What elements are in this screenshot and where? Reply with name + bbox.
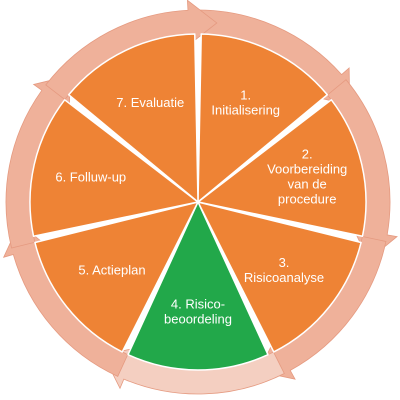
segment-label-5: 5. Actieplan	[78, 263, 145, 278]
segment-2[interactable]	[197, 99, 367, 237]
segment-label-4: 4. Risico-beoordeling	[164, 297, 232, 327]
segment-5[interactable]	[34, 201, 199, 353]
segment-7[interactable]	[67, 33, 199, 203]
segment-3[interactable]	[197, 201, 362, 353]
segment-6[interactable]	[29, 99, 199, 237]
segment-label-1: 1.Initialisering	[211, 87, 280, 117]
segment-label-4-line-2: beoordeling	[164, 312, 232, 327]
segment-label-4-line-1: 4. Risico-	[171, 297, 225, 312]
segment-label-3-line-1: 3.	[279, 255, 290, 270]
segment-label-2-line-4: procedure	[278, 192, 337, 207]
segment-label-6-line-1: 6. Folluw-up	[55, 170, 126, 185]
segment-label-3: 3.Risicoanalyse	[244, 255, 324, 285]
ring-arrows	[2, 0, 398, 395]
segment-1[interactable]	[197, 33, 329, 203]
segment-label-6: 6. Folluw-up	[55, 170, 126, 185]
segment-4[interactable]	[127, 201, 269, 371]
segment-label-1-line-2: Initialisering	[211, 102, 280, 117]
segment-label-1-line-1: 1.	[240, 87, 251, 102]
segment-label-3-line-2: Risicoanalyse	[244, 270, 324, 285]
segment-label-2-line-3: van de	[288, 177, 327, 192]
segment-label-7-line-1: 7. Evaluatie	[116, 95, 184, 110]
segment-label-2-line-1: 2.	[302, 147, 313, 162]
segments	[29, 33, 367, 371]
segment-label-5-line-1: 5. Actieplan	[78, 263, 145, 278]
segment-label-2-line-2: Voorbereiding	[267, 162, 347, 177]
segment-label-7: 7. Evaluatie	[116, 95, 184, 110]
